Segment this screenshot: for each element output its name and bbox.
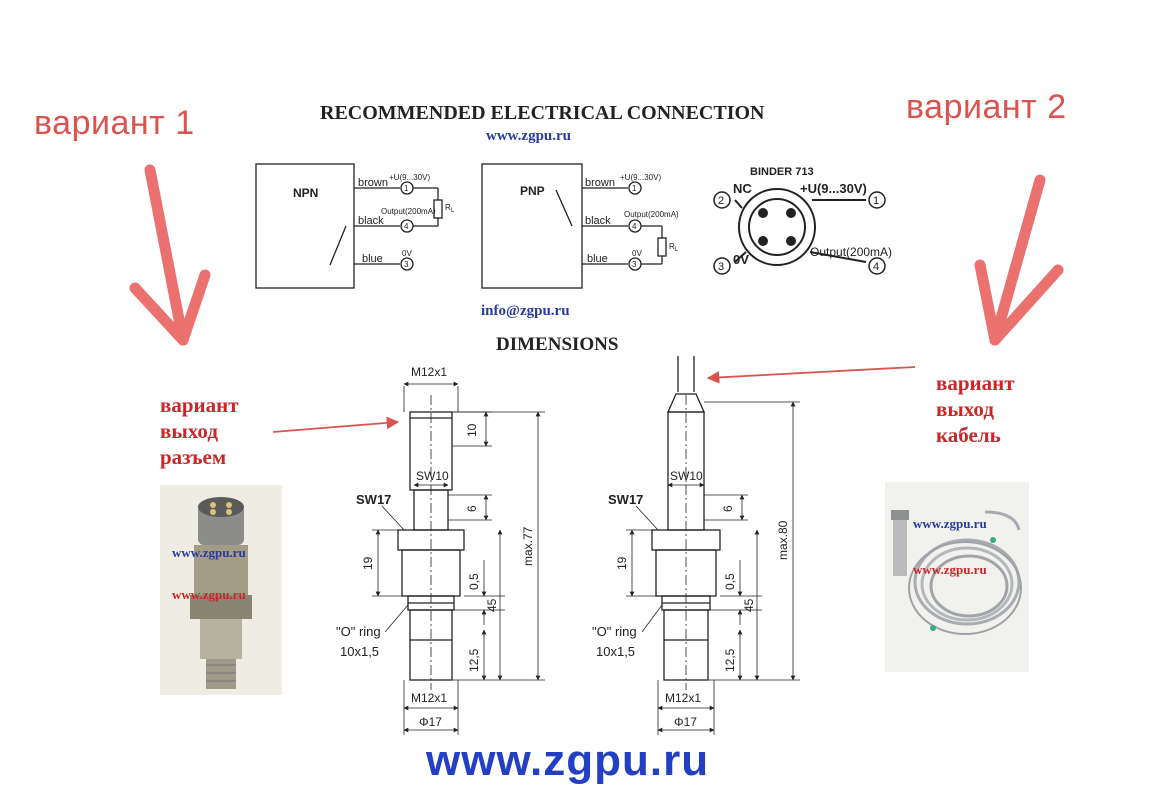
footer-url[interactable]: www.zgpu.ru xyxy=(426,736,710,785)
right-sw17: SW17 xyxy=(608,492,643,507)
pnp-output: Output(200mA) xyxy=(624,210,679,219)
right-max-len: max.80 xyxy=(776,520,790,560)
binder-pin3: 3 xyxy=(718,261,724,273)
pnp-diagram xyxy=(481,163,667,289)
left-sensor-drawing xyxy=(372,381,545,735)
npn-label: NPN xyxy=(293,186,318,200)
pnp-wire-black: black xyxy=(585,215,611,227)
right-dim-125: 12,5 xyxy=(723,648,737,672)
binder-pin2-label: NC xyxy=(733,181,752,196)
variant2-caption-line3: кабель xyxy=(936,423,1001,447)
page-title: RECOMMENDED ELECTRICAL CONNECTION xyxy=(320,102,765,124)
cable-sensor-photo: www.zgpu.ru www.zgpu.ru xyxy=(885,482,1029,672)
binder-pin3-label: 0V xyxy=(733,252,749,267)
site-url[interactable]: www.zgpu.ru xyxy=(486,128,572,144)
variant1-photo-watermark1: www.zgpu.ru xyxy=(172,545,246,560)
npn-output: Output(200mA) xyxy=(381,207,436,216)
binder-pin4: 4 xyxy=(873,261,879,273)
left-dim-19: 19 xyxy=(361,556,375,570)
right-dia: Φ17 xyxy=(674,715,697,729)
left-dim-6: 6 xyxy=(465,505,479,512)
npn-pin4: 4 xyxy=(404,222,409,231)
variant2-pointer-arrow xyxy=(706,366,916,384)
npn-pin1: 1 xyxy=(404,184,409,193)
npn-supply: +U(9...30V) xyxy=(389,173,430,182)
right-o-ring-size: 10x1,5 xyxy=(596,644,635,659)
variant2-photo-watermark1: www.zgpu.ru xyxy=(913,516,987,531)
email-link[interactable]: info@zgpu.ru xyxy=(481,303,570,319)
connector-sensor-photo: www.zgpu.ru www.zgpu.ru xyxy=(160,485,282,695)
left-dim-125: 12,5 xyxy=(467,648,481,672)
pnp-ground: 0V xyxy=(632,249,642,258)
pnp-pin3: 3 xyxy=(632,260,637,269)
right-dim-19: 19 xyxy=(615,556,629,570)
right-dim-6: 6 xyxy=(721,505,735,512)
left-dim-10: 10 xyxy=(465,423,479,437)
binder-pin4-label: Output(200mA) xyxy=(810,245,892,259)
right-sensor-drawing xyxy=(626,356,800,735)
pnp-supply: +U(9...30V) xyxy=(620,173,661,182)
variant2-caption-line2: выход xyxy=(936,397,994,421)
left-o-ring: "O" ring xyxy=(336,624,381,639)
right-sw10: SW10 xyxy=(670,469,703,483)
left-sw10: SW10 xyxy=(416,469,449,483)
npn-load-sub: L xyxy=(451,208,455,214)
left-thread-bottom: M12x1 xyxy=(411,691,447,705)
left-dia: Φ17 xyxy=(419,715,442,729)
pnp-pin1: 1 xyxy=(632,184,637,193)
binder-connector xyxy=(713,188,886,275)
npn-wire-blue: blue xyxy=(362,253,383,265)
variant1-pointer-arrow xyxy=(272,416,400,433)
variant2-big-arrow xyxy=(974,174,1064,346)
npn-wire-black: black xyxy=(358,215,384,227)
variant2-caption: вариант выход кабель xyxy=(936,370,1015,448)
pnp-wire-brown: brown xyxy=(585,177,615,189)
binder-title: BINDER 713 xyxy=(750,166,814,178)
pnp-label: PNP xyxy=(520,184,545,198)
variant1-caption-line2: выход xyxy=(160,419,218,443)
right-dim-45: 45 xyxy=(742,598,756,612)
left-sw17: SW17 xyxy=(356,492,391,507)
pnp-load: R xyxy=(669,242,675,251)
npn-diagram xyxy=(255,163,443,289)
left-thread-top: M12x1 xyxy=(411,365,447,379)
left-o-ring-size: 10x1,5 xyxy=(340,644,379,659)
variant1-caption: вариант выход разъем xyxy=(160,392,239,470)
variant1-caption-line1: вариант xyxy=(160,393,239,417)
pnp-pin4: 4 xyxy=(632,222,637,231)
npn-wire-brown: brown xyxy=(358,177,388,189)
variant2-heading: вариант 2 xyxy=(906,88,1067,126)
cable-sensor-illustration xyxy=(885,482,1029,672)
variant2-caption-line1: вариант xyxy=(936,371,1015,395)
pnp-wire-blue: blue xyxy=(587,253,608,265)
right-thread-bottom: M12x1 xyxy=(665,691,701,705)
variant1-heading: вариант 1 xyxy=(34,104,195,142)
binder-pin2: 2 xyxy=(718,195,724,207)
left-dim-05: 0,5 xyxy=(467,573,481,590)
right-dim-05: 0,5 xyxy=(723,573,737,590)
variant1-photo-watermark2: www.zgpu.ru xyxy=(172,587,246,602)
npn-ground: 0V xyxy=(402,249,412,258)
binder-pin1-label: +U(9...30V) xyxy=(800,181,867,196)
connector-sensor-illustration xyxy=(160,485,282,695)
npn-load: R xyxy=(445,203,451,212)
binder-pin1: 1 xyxy=(873,195,879,207)
right-o-ring: "O" ring xyxy=(592,624,637,639)
npn-pin3: 3 xyxy=(404,260,409,269)
variant1-big-arrow xyxy=(129,164,211,346)
dimensions-title: DIMENSIONS xyxy=(496,334,619,355)
left-max-len: max.77 xyxy=(521,526,535,566)
left-dim-45: 45 xyxy=(485,598,499,612)
variant1-caption-line3: разъем xyxy=(160,445,227,469)
variant2-photo-watermark2: www.zgpu.ru xyxy=(913,562,987,577)
pnp-load-sub: L xyxy=(675,247,679,253)
